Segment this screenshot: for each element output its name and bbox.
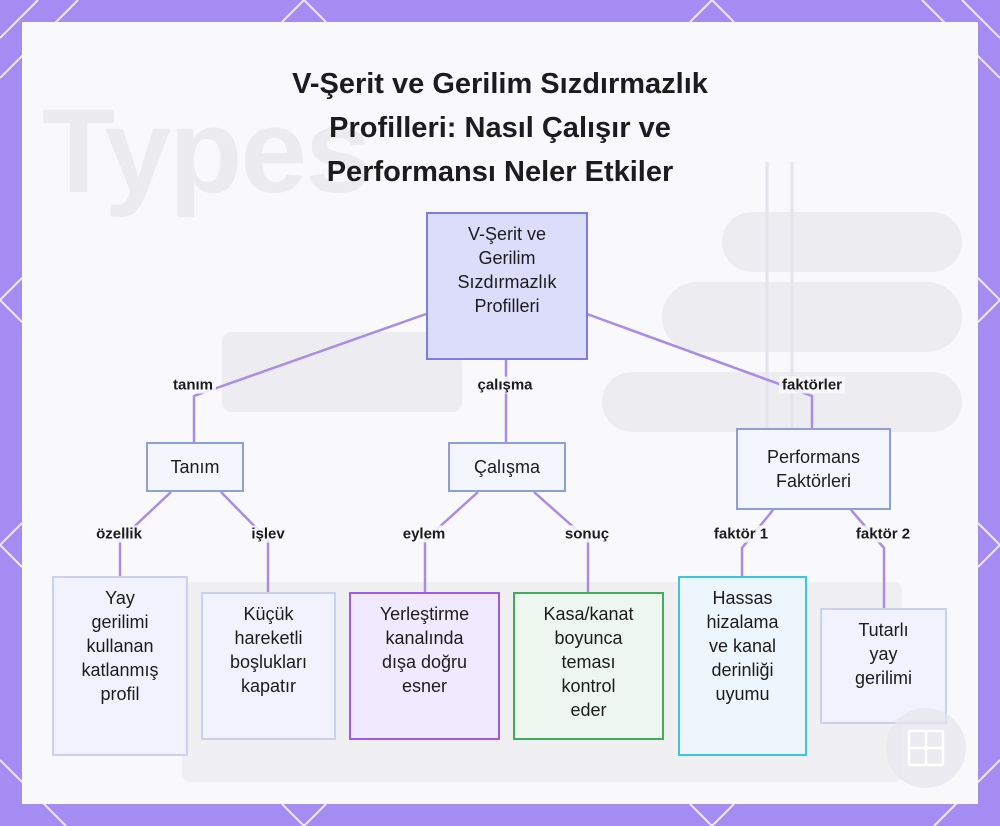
edge-label-faktor1: faktör 1 bbox=[710, 525, 772, 543]
edge-label-tanim: tanım bbox=[169, 376, 217, 394]
node-calisma: Çalışma bbox=[448, 442, 566, 492]
edge-label-sonuc: sonuç bbox=[561, 525, 613, 543]
edge-tanim bbox=[192, 312, 427, 442]
node-leaf-faktor1: Hassas hizalama ve kanal derinliği uyumu bbox=[678, 576, 807, 756]
edge-faktor2 bbox=[850, 509, 886, 608]
node-leaf-ozellik: Yay gerilimi kullanan katlanmış profil bbox=[52, 576, 188, 756]
node-leaf-faktor2: Tutarlı yay gerilimi bbox=[820, 608, 947, 724]
edge-label-calisma: çalışma bbox=[474, 376, 536, 394]
edge-label-eylem: eylem bbox=[399, 525, 449, 543]
document-logo-icon bbox=[886, 708, 966, 788]
node-root: V-Şerit ve Gerilim Sızdırmazlık Profille… bbox=[426, 212, 588, 360]
edge-label-islev: işlev bbox=[248, 525, 288, 543]
page-title: V-Şerit ve Gerilim Sızdırmazlık Profille… bbox=[292, 68, 708, 188]
background-watermark-text: Types bbox=[42, 84, 372, 218]
edge-label-faktorler: faktörler bbox=[778, 376, 846, 394]
edge-faktor1 bbox=[740, 509, 774, 576]
edge-label-ozellik: özellik bbox=[93, 525, 145, 543]
node-leaf-sonuc: Kasa/kanat boyunca teması kontrol eder bbox=[513, 592, 664, 740]
edge-faktorler bbox=[586, 312, 814, 428]
document-logo-glyph bbox=[907, 729, 945, 767]
node-tanim: Tanım bbox=[146, 442, 244, 492]
node-leaf-islev: Küçük hareketli boşlukları kapatır bbox=[201, 592, 336, 740]
edge-label-faktor2: faktör 2 bbox=[852, 525, 914, 543]
node-faktorler: Performans Faktörleri bbox=[736, 428, 891, 510]
node-leaf-eylem: Yerleştirme kanalında dışa doğru esner bbox=[349, 592, 500, 740]
